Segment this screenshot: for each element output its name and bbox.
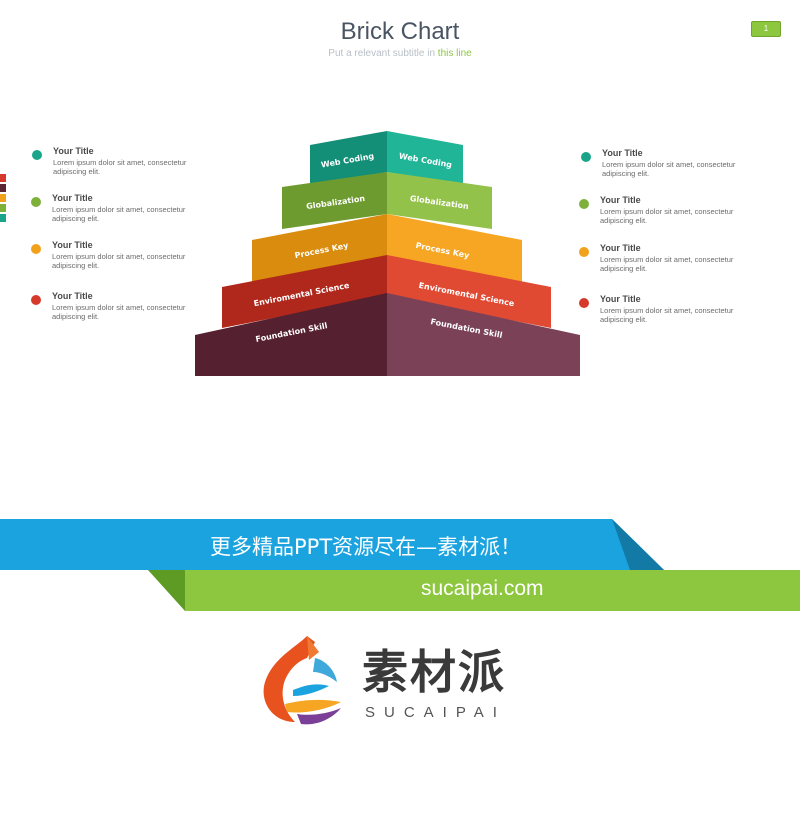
brick-pyramid: Web Coding Web Coding Globalization Glob… (195, 131, 580, 376)
teal-dot-icon (581, 152, 591, 162)
banner-green-fold (148, 570, 185, 611)
side-strip-red (0, 174, 6, 182)
brick-globalization-left (282, 172, 387, 229)
brick-enviromental-science-right (387, 255, 551, 328)
item-description: Lorem ipsum dolor sit amet, consectetur … (52, 252, 186, 270)
item-title: Your Title (52, 240, 93, 250)
brick-enviromental-science-left (222, 255, 387, 328)
slide: Brick Chart Put a relevant subtitle in t… (0, 18, 800, 376)
item-description: Lorem ipsum dolor sit amet, consectetur … (600, 207, 734, 225)
item-description: Lorem ipsum dolor sit amet, consectetur … (52, 205, 186, 223)
item-description: Lorem ipsum dolor sit amet, consectetur … (53, 158, 187, 176)
red-dot-icon (579, 298, 589, 308)
item-description: Lorem ipsum dolor sit amet, consectetur … (600, 306, 734, 324)
promo-banner-blue (0, 519, 612, 570)
side-strip-green (0, 204, 6, 212)
brick-process-key-left (252, 214, 387, 282)
item-title: Your Title (53, 146, 94, 156)
item-title: Your Title (52, 291, 93, 301)
red-dot-icon (31, 295, 41, 305)
logo-name-en: SUCAIPAI (365, 704, 506, 721)
subtitle-highlight: this line (437, 48, 472, 59)
side-strip-teal (0, 214, 6, 222)
side-strip-orange (0, 194, 6, 202)
promo-url-link[interactable]: sucaipai.com (421, 577, 544, 600)
item-title: Your Title (600, 195, 641, 205)
item-title: Your Title (600, 294, 641, 304)
brick-globalization-right (387, 172, 492, 229)
logo-name-cn: 素材派 (362, 645, 506, 699)
brick-web-coding-left (310, 131, 387, 186)
item-description: Lorem ipsum dolor sit amet, consectetur … (600, 255, 734, 273)
item-title: Your Title (52, 193, 93, 203)
brick-web-coding-right (387, 131, 463, 186)
side-strip-maroon (0, 184, 6, 192)
brick-foundation-skill-right (387, 293, 580, 376)
fox-logo-icon (263, 636, 341, 725)
page-title: Brick Chart (340, 18, 460, 45)
teal-dot-icon (32, 150, 42, 160)
item-title: Your Title (600, 243, 641, 253)
promo-banner-text: 更多精品PPT资源尽在—素材派！ (210, 535, 522, 559)
orange-dot-icon (579, 247, 589, 257)
green-dot-icon (579, 199, 589, 209)
page-number-badge: 1 (751, 21, 781, 37)
green-dot-icon (31, 197, 41, 207)
item-description: Lorem ipsum dolor sit amet, consectetur … (602, 160, 736, 178)
item-description: Lorem ipsum dolor sit amet, consectetur … (52, 303, 186, 321)
promo-banner-green (185, 570, 800, 611)
banner-blue-fold (600, 519, 664, 570)
subtitle-text: Put a relevant subtitle in (328, 48, 438, 59)
brick-foundation-skill-left (195, 293, 387, 376)
page-subtitle: Put a relevant subtitle in this line (0, 48, 800, 59)
brick-process-key-right (387, 214, 522, 282)
item-title: Your Title (602, 148, 643, 158)
orange-dot-icon (31, 244, 41, 254)
